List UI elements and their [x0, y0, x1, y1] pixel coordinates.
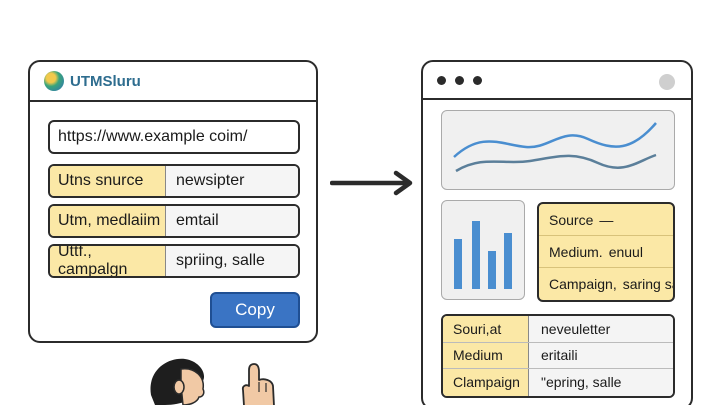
utm-medium-value[interactable]: emtail: [166, 206, 298, 236]
utm-source-label: Utns snurce: [50, 166, 166, 196]
table-row: Clampaign "epring, salle: [443, 369, 673, 396]
summary-row: Medium. enuul: [539, 236, 673, 268]
utm-medium-field[interactable]: Utm, medlaiim emtail: [48, 204, 300, 238]
param-value: "epring, salle: [529, 369, 673, 396]
url-input[interactable]: https://www.example coim/: [48, 120, 300, 154]
param-key: Medium: [443, 342, 529, 368]
bar-chart-graphic: [454, 221, 512, 289]
summary-value: saring sa: [622, 276, 675, 292]
person-icon: [150, 358, 205, 405]
utm-campaign-value[interactable]: spriing, salle: [166, 246, 298, 276]
utm-medium-label: Utm, medlaiim: [50, 206, 166, 236]
app-logo-icon: [44, 71, 64, 91]
summary-value: —: [599, 211, 614, 228]
summary-row: Campaign, saring sa: [539, 268, 673, 300]
window-dot-icon[interactable]: [455, 75, 464, 85]
builder-titlebar: UTMSluru: [30, 62, 316, 102]
line-chart-card: [441, 110, 675, 190]
line-chart-graphic: [453, 122, 657, 173]
utm-builder-window: UTMSluru https://www.example coim/ Utns …: [28, 60, 318, 343]
summary-row: Source —: [539, 204, 673, 236]
right-arrow-icon: [330, 170, 413, 196]
utm-source-value[interactable]: newsipter: [166, 166, 298, 196]
pointing-hand-icon: [241, 363, 275, 405]
browser-toolbar: [423, 62, 691, 100]
utm-summary-card: Source — Medium. enuul Campaign, saring …: [537, 202, 675, 302]
bar-chart-card: [441, 200, 525, 300]
app-title: UTMSluru: [70, 72, 141, 90]
utm-campaign-label: Uttf., campalgn: [50, 246, 166, 276]
summary-label: Source: [549, 211, 594, 228]
table-row: Souri,at neveuletter: [443, 316, 673, 343]
param-value: eritaili: [529, 342, 673, 368]
url-value: https://www.example coim/: [58, 128, 248, 145]
browser-menu-button[interactable]: [659, 74, 675, 90]
summary-label: Campaign,: [549, 276, 617, 292]
table-row: Medium eritaili: [443, 342, 673, 369]
param-key: Souri,at: [443, 316, 529, 342]
window-dot-icon[interactable]: [437, 75, 446, 85]
param-key: Clampaign: [443, 369, 529, 396]
utm-campaign-field[interactable]: Uttf., campalgn spriing, salle: [48, 244, 300, 278]
utm-source-field[interactable]: Utns snurce newsipter: [48, 164, 300, 198]
analytics-browser-window: Source — Medium. enuul Campaign, saring …: [421, 60, 693, 405]
summary-value: enuul: [608, 243, 643, 260]
copy-button[interactable]: Copy: [210, 292, 300, 328]
summary-label: Medium.: [549, 243, 603, 260]
utm-params-table: Souri,at neveuletter Medium eritaili Cla…: [441, 314, 675, 398]
param-value: neveuletter: [529, 316, 673, 342]
window-dot-icon[interactable]: [473, 75, 482, 85]
